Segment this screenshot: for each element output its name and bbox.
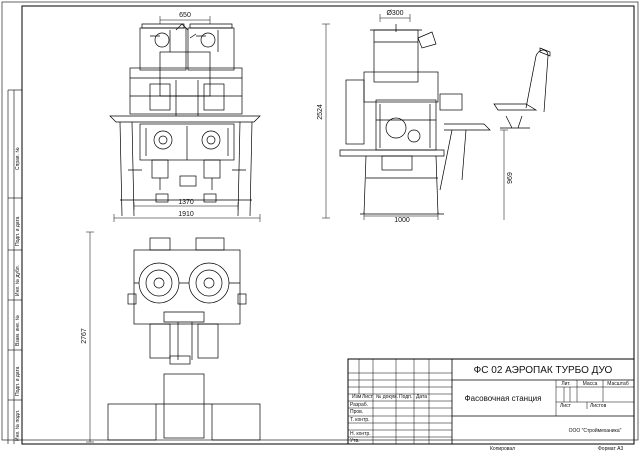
dim-1910: 1910	[178, 211, 194, 218]
front-view-drawing	[109, 23, 261, 217]
row-label-prov: Пров.	[350, 409, 363, 415]
sheet-outer-border	[1, 1, 639, 441]
scale-label: Масштаб	[607, 381, 629, 387]
col-header-list: Лист	[362, 394, 374, 400]
drawing-title: Фасовочная станция	[465, 394, 542, 403]
company-name: ООО "Строймеханика"	[569, 427, 622, 434]
row-label-utv: Утв.	[350, 438, 360, 444]
stamp-podp-data-2: Подп. и дата	[15, 216, 21, 246]
col-header-date: Дата	[416, 394, 427, 400]
side-view-drawing	[339, 24, 551, 215]
mass-label: Масса	[583, 381, 598, 387]
dim-969: 969	[507, 172, 514, 184]
footer-format: Формат А3	[598, 446, 623, 452]
row-label-t-kontr: Т. контр.	[350, 417, 370, 423]
dim-1000: 1000	[394, 217, 410, 224]
stamp-inv-podl: Инв. № подл.	[15, 410, 21, 441]
title-block	[347, 358, 635, 445]
dim-2524: 2524	[317, 104, 324, 120]
sheets-label: Листов	[590, 403, 607, 409]
footer-copied: Копировал	[490, 446, 515, 452]
margin-stamp-column: Инв. № подл. Подп. и дата Взам. инв. № И…	[7, 89, 22, 444]
stamp-vzam-inv: Взам. инв. №	[15, 315, 21, 346]
sheet-label: Лист	[560, 403, 572, 409]
stamp-sprav: Справ. №	[15, 147, 21, 170]
lit-label: Лит.	[561, 381, 570, 387]
dim-1370: 1370	[178, 199, 194, 206]
sheet-inner-frame	[21, 5, 635, 445]
stamp-inv-dubl: Инв. № дубл.	[15, 265, 21, 296]
col-header-doc-num: № докум.	[376, 394, 398, 400]
side-view-dimensions	[322, 14, 508, 220]
dim-2767: 2767	[81, 328, 88, 344]
stamp-podp-data-1: Подп. и дата	[15, 366, 21, 396]
row-label-n-kontr: Н. контр.	[350, 431, 371, 437]
col-header-sign: Подп.	[399, 394, 412, 400]
col-header-izm: Изм	[352, 394, 362, 400]
dim-diameter-300: Ø300	[386, 10, 403, 17]
doc-code: ФС 02 АЭРОПАК ТУРБО ДУО	[474, 365, 613, 376]
dim-650: 650	[179, 12, 191, 19]
plan-view-dimensions	[86, 231, 94, 443]
front-view-dimensions	[113, 16, 261, 222]
row-label-razrab: Разраб.	[350, 402, 368, 408]
plan-view-drawing	[107, 237, 261, 441]
